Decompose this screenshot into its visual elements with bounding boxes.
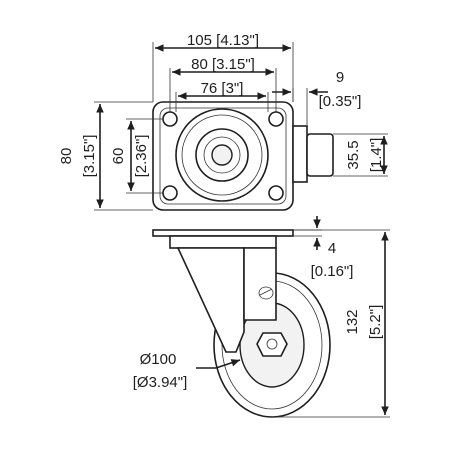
kingpin-ring — [203, 136, 241, 174]
fork-body — [243, 247, 277, 321]
swivel-race-mid — [181, 114, 263, 196]
brand-logo-mark — [258, 286, 274, 300]
label-wheel-dia-in: [Ø3.94"] — [133, 374, 188, 391]
side-mounting-plate — [152, 229, 294, 237]
fork-leg — [176, 247, 245, 353]
plate-inner-edge — [159, 107, 287, 205]
label-plate-width-in: [3.15"] — [81, 135, 98, 178]
label-side-height-mm: 35.5 — [345, 140, 362, 169]
side-view-dimensions: 4 [0.16"] 132 [5.2"] Ø100 [Ø3.94"] — [133, 216, 390, 418]
label-inner-spacing: 76 [3"] — [201, 80, 244, 97]
logo-stroke — [259, 288, 273, 296]
label-thickness-in: [0.16"] — [311, 263, 354, 280]
label-side-height-in: [1.4"] — [368, 138, 385, 173]
label-hole-spacing-width-mm: 60 — [110, 148, 127, 165]
mount-hole-bottom-left — [162, 185, 178, 201]
side-view — [152, 229, 331, 418]
wheel-side-projection — [306, 133, 334, 177]
top-view-dimensions: 105 [4.13"] 80 [3.15"] 76 [3"] 9 [0.35"]… — [58, 32, 388, 211]
label-total-height-mm: 132 — [344, 309, 361, 334]
kingpin-center — [211, 144, 233, 166]
axle-nut — [256, 332, 288, 357]
label-plate-width-mm: 80 — [58, 148, 75, 165]
axle-center — [266, 338, 278, 350]
mount-hole-top-right — [268, 111, 284, 127]
label-hole-spacing-width-in: [2.36"] — [133, 135, 150, 178]
label-plate-length: 105 [4.13"] — [187, 32, 259, 49]
fork-side-projection — [292, 125, 308, 183]
label-hole-spacing-length: 80 [3.15"] — [191, 56, 255, 73]
label-offset-mm: 9 — [336, 69, 344, 86]
mount-hole-top-left — [162, 111, 178, 127]
swivel-bearing — [169, 235, 277, 249]
diameter-leader-arrow — [215, 359, 241, 369]
label-total-height-in: [5.2"] — [367, 305, 384, 340]
label-offset-in: [0.35"] — [319, 93, 362, 110]
mount-hole-bottom-right — [268, 185, 284, 201]
label-thickness-mm: 4 — [328, 240, 336, 257]
label-wheel-dia-mm: Ø100 — [140, 351, 177, 368]
top-view — [152, 101, 334, 211]
